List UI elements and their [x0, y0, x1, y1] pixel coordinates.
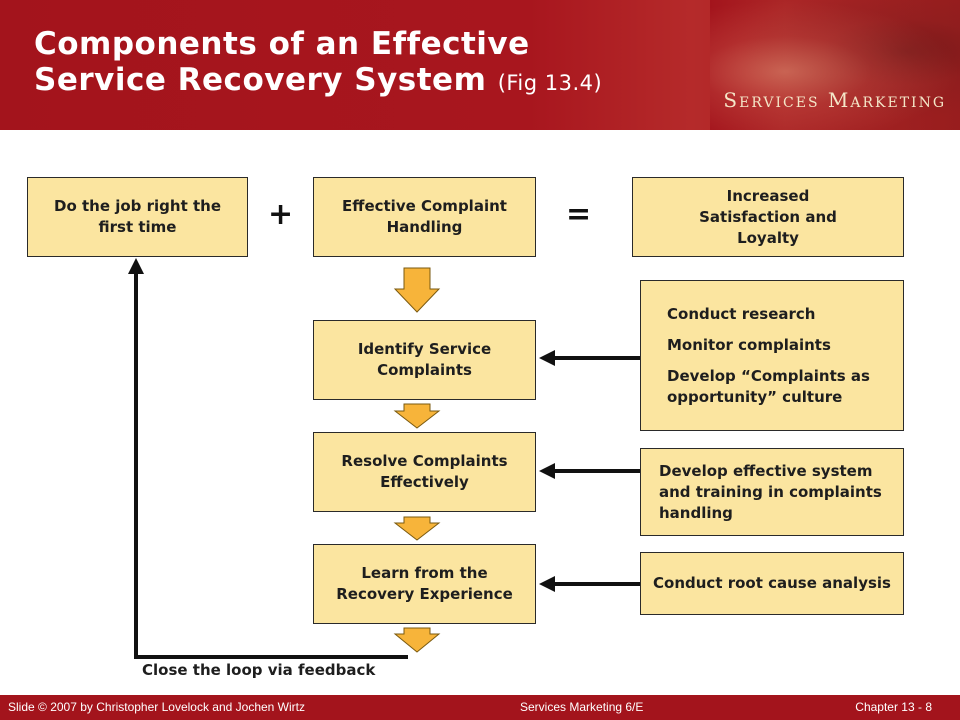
title-line-1: Components of an Effective [34, 26, 530, 62]
down-arrow-4 [393, 627, 441, 653]
slide-header: Components of an Effective Service Recov… [0, 0, 960, 130]
action-learn-label: Conduct root cause analysis [653, 574, 891, 592]
title-line-2: Service Recovery System (Fig 13.4) [34, 62, 602, 101]
action-identify-list: Conduct research Monitor complaints Deve… [667, 299, 893, 413]
action-resolve-label: Develop effective system and training in… [659, 461, 882, 522]
action-identify-item: Conduct research [667, 304, 816, 323]
feedback-loop-label: Close the loop via feedback [142, 661, 376, 679]
feedback-loop-arrowhead [128, 258, 144, 274]
increased-satisfaction-box: Increased Satisfaction and Loyalty [632, 177, 904, 257]
footer-chapter-number: Chapter 13 - 8 [855, 700, 932, 714]
equals-operator: = [566, 197, 592, 232]
down-arrow-1 [393, 267, 441, 313]
footer-book-title: Services Marketing 6/E [520, 700, 644, 714]
slide-footer: Slide © 2007 by Christopher Lovelock and… [0, 695, 960, 720]
step-learn-box: Learn from the Recovery Experience [313, 544, 536, 624]
action-identify-item: Develop “Complaints as opportunity” cult… [667, 366, 870, 406]
figure-reference: (Fig 13.4) [497, 71, 603, 95]
do-job-right-box: Do the job right the first time [27, 177, 248, 257]
step-resolve-box: Resolve Complaints Effectively [313, 432, 536, 512]
step-resolve-label: Resolve Complaints Effectively [341, 452, 508, 491]
action-identify-item: Monitor complaints [667, 335, 831, 354]
do-job-right-label: Do the job right the first time [54, 197, 221, 236]
complaint-handling-box: Effective Complaint Handling [313, 177, 536, 257]
title-line-2-text: Service Recovery System [34, 62, 487, 98]
action-arrowhead-learn [539, 576, 555, 592]
plus-operator: + [268, 197, 294, 232]
footer-copyright: Slide © 2007 by Christopher Lovelock and… [8, 700, 305, 714]
down-arrow-2 [393, 403, 441, 429]
action-arrowhead-resolve [539, 463, 555, 479]
step-identify-box: Identify Service Complaints [313, 320, 536, 400]
brand-logo-text: Services Marketing [723, 88, 946, 112]
action-arrowhead-identify [539, 350, 555, 366]
complaint-handling-label: Effective Complaint Handling [342, 197, 507, 236]
action-identify-box: Conduct research Monitor complaints Deve… [640, 280, 904, 431]
step-learn-label: Learn from the Recovery Experience [336, 564, 513, 603]
increased-satisfaction-label: Increased Satisfaction and Loyalty [699, 186, 837, 247]
header-photo-image [710, 0, 960, 130]
down-arrow-3 [393, 516, 441, 541]
action-learn-box: Conduct root cause analysis [640, 552, 904, 615]
slide-title: Components of an Effective Service Recov… [34, 26, 602, 101]
step-identify-label: Identify Service Complaints [357, 340, 492, 379]
feedback-loop-line [134, 272, 408, 659]
action-resolve-box: Develop effective system and training in… [640, 448, 904, 536]
